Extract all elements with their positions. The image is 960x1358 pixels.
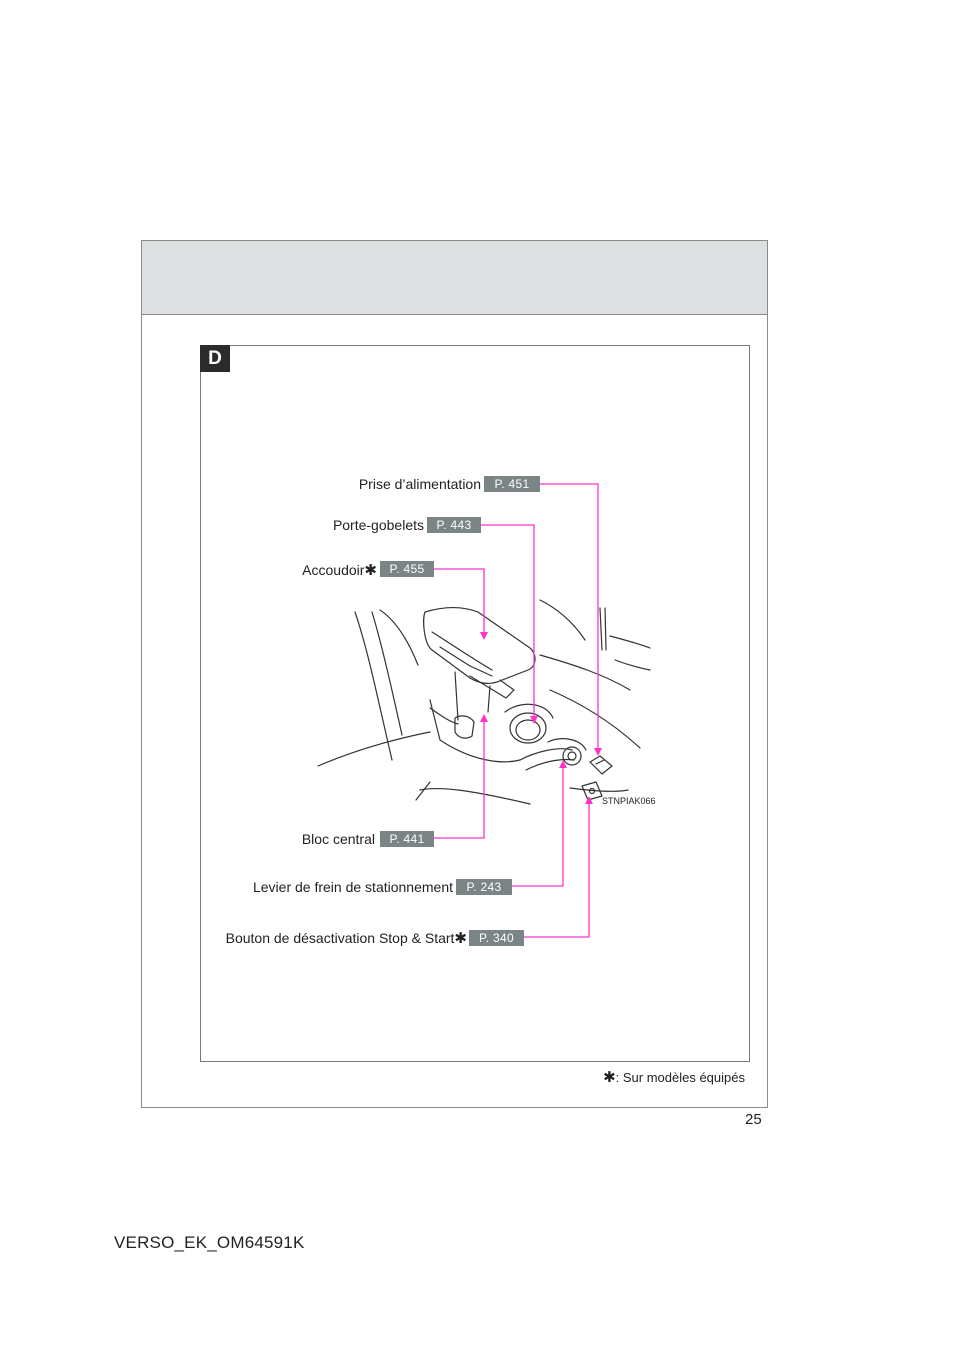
page-ref-accoudoir[interactable]: P. 455: [380, 561, 434, 577]
leader-arrowheads: [480, 632, 602, 804]
asterisk-icon: ✱: [603, 1069, 616, 1086]
asterisk-icon: ✱: [364, 562, 377, 579]
page-number: 25: [745, 1111, 762, 1128]
page-ref-levier-frein[interactable]: P. 243: [456, 879, 512, 895]
page-ref-bouton-stop-start[interactable]: P. 340: [469, 930, 524, 946]
label-bloc-central: Bloc central: [301, 831, 375, 847]
figure-code: STNPIAK066: [602, 796, 656, 806]
header-band: [142, 241, 767, 315]
leader-bloc: [434, 718, 485, 839]
section-tab: D: [200, 345, 230, 372]
label-bouton-text: Bouton de désactivation Stop & Start: [225, 930, 455, 946]
leader-lines: [434, 483, 599, 938]
leader-levier: [512, 764, 564, 887]
leader-accoudoir: [434, 568, 485, 636]
page-frame: [141, 240, 768, 1108]
label-accoudoir: Accoudoir✱: [302, 561, 377, 580]
illustration-frame: [200, 345, 750, 1062]
footnote: ✱: Sur modèles équipés: [603, 1068, 745, 1086]
page-ref-porte-gobelets[interactable]: P. 443: [427, 517, 481, 533]
page-ref-bloc-central[interactable]: P. 441: [380, 831, 434, 847]
leader-bouton: [524, 800, 590, 938]
document-code: VERSO_EK_OM64591K: [114, 1233, 305, 1252]
leader-porte: [481, 524, 535, 720]
leader-prise: [540, 483, 599, 752]
footnote-text: : Sur modèles équipés: [615, 1070, 745, 1085]
label-accoudoir-text: Accoudoir: [302, 562, 365, 578]
label-levier-frein: Levier de frein de stationnement: [252, 879, 453, 895]
asterisk-icon: ✱: [454, 930, 467, 947]
label-porte-gobelets: Porte-gobelets: [332, 517, 424, 533]
page-ref-prise-alimentation[interactable]: P. 451: [484, 476, 540, 492]
console-drawing: [317, 599, 651, 805]
label-bouton-stop-start: Bouton de désactivation Stop & Start✱: [226, 929, 467, 948]
label-prise-alimentation: Prise d’alimentation: [358, 476, 481, 492]
